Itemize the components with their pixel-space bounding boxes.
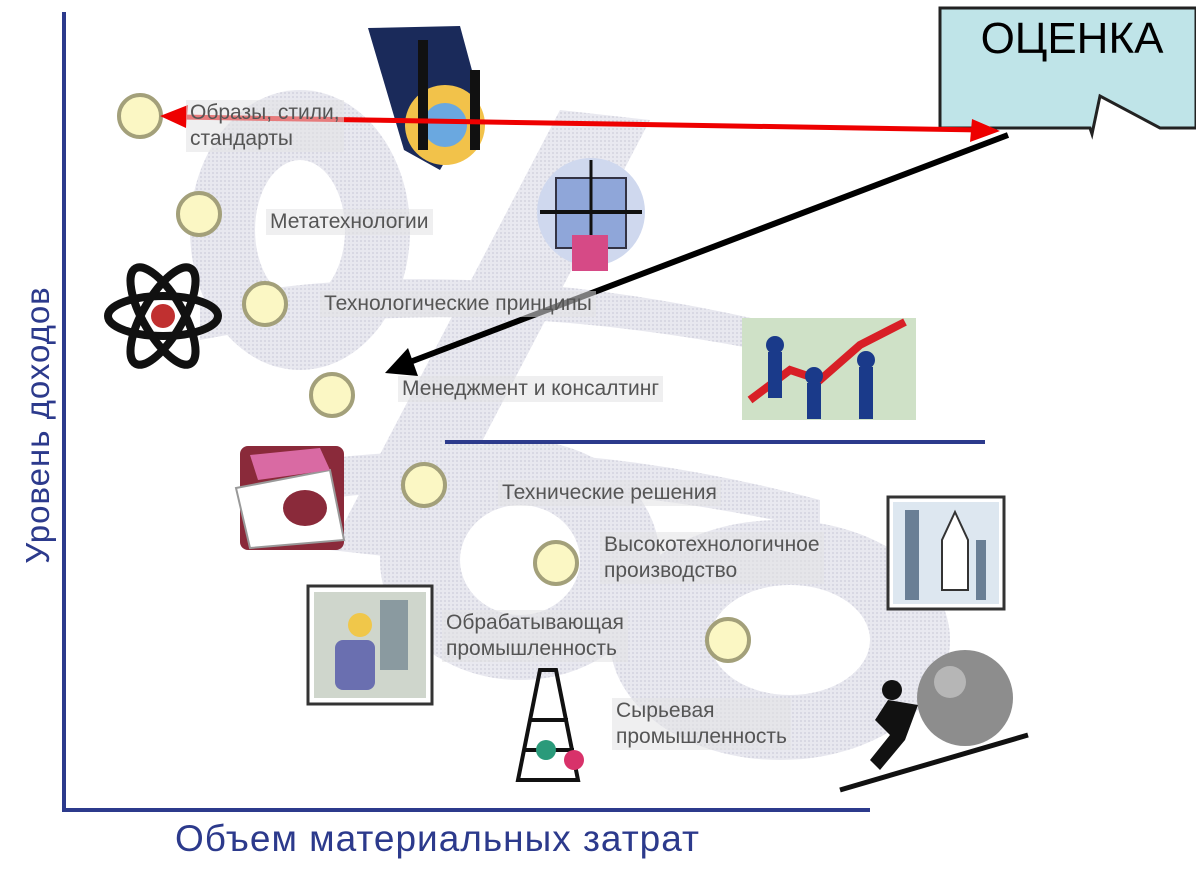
level-dot <box>176 191 222 237</box>
level-dots <box>117 93 751 663</box>
level-dot <box>401 462 447 508</box>
level-dot <box>117 93 163 139</box>
level-label-management-consulting: Менеджмент и консалтинг <box>398 376 663 402</box>
level-dot <box>309 372 355 418</box>
documents-icon <box>234 446 346 550</box>
atom-icon <box>104 263 222 369</box>
factory-worker-icon <box>306 584 434 706</box>
level-label-metatechnologies: Метатехнологии <box>266 209 433 235</box>
globe-grid-icon <box>537 158 645 271</box>
level-label-high-tech-production: Высокотехнологичное производство <box>600 532 824 584</box>
level-label-manufacturing-industry: Обрабатывающая промышленность <box>442 610 628 662</box>
level-dot <box>242 281 288 327</box>
x-axis-label: Объем материальных затрат <box>175 818 700 859</box>
callout-text: ОЦЕНКА <box>980 14 1164 63</box>
level-label-images-styles-standards: Образы, стили, стандарты <box>186 100 344 152</box>
oil-rig-workers-icon <box>515 668 584 782</box>
level-label-technological-principles: Технологические принципы <box>320 291 596 317</box>
level-dot <box>705 617 751 663</box>
level-label-technical-solutions: Технические решения <box>498 480 721 506</box>
level-dot <box>533 540 579 586</box>
sisyphus-boulder-icon <box>839 650 1029 793</box>
level-label-raw-materials-industry: Сырьевая промышленность <box>612 698 791 750</box>
rocket-launch-icon <box>886 495 1006 611</box>
growth-chart-people-icon <box>742 318 916 420</box>
y-axis-label: Уровень доходов <box>19 286 56 564</box>
people-cutout-icon <box>368 26 485 170</box>
black-arrow <box>385 132 1010 376</box>
